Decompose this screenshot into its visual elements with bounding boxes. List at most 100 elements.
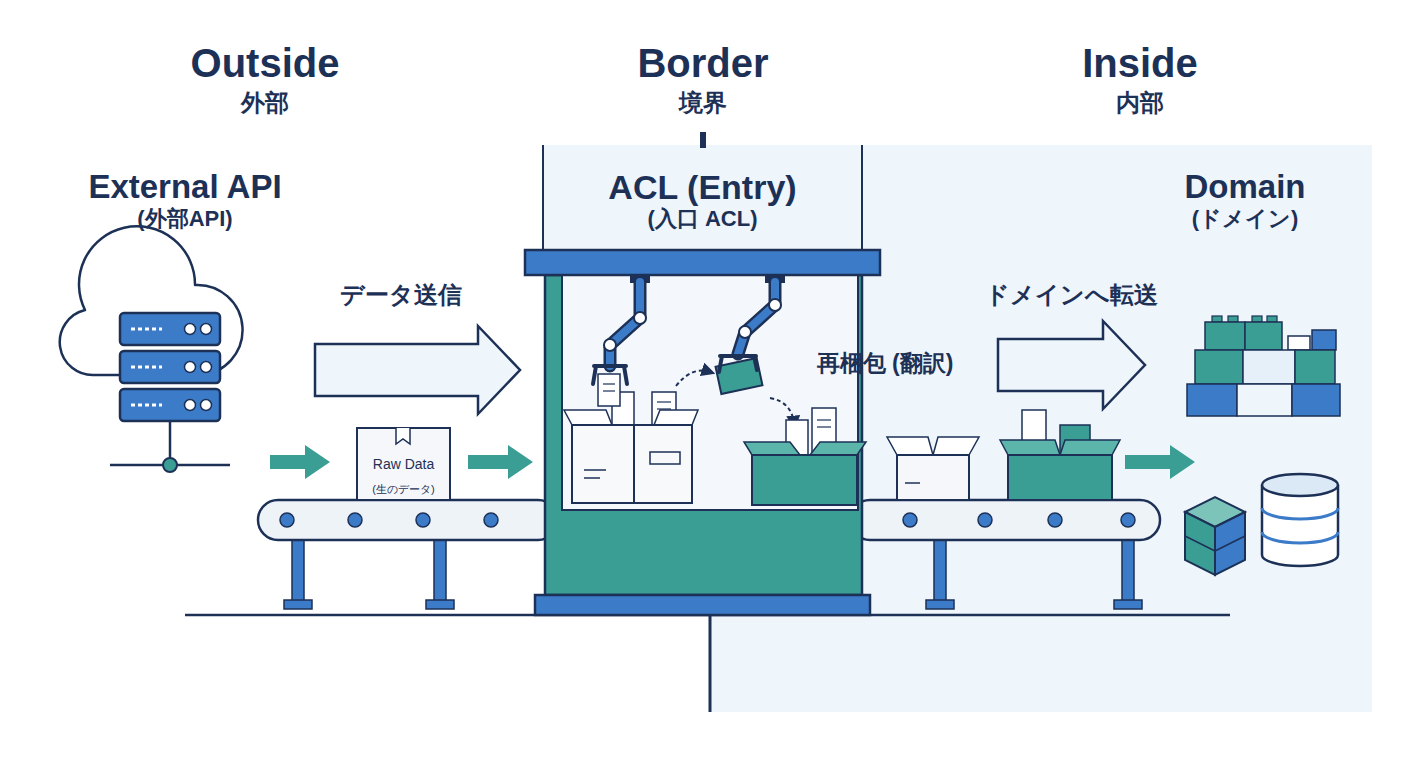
open-box: [897, 455, 969, 500]
cylinder-top: [1262, 474, 1338, 496]
box-flap: [810, 442, 866, 455]
block-stud: [1267, 316, 1277, 322]
conveyor-foot: [284, 600, 312, 609]
machine-body: [545, 275, 862, 595]
conveyor-leg: [434, 540, 446, 602]
node-subheading: (外部API): [55, 206, 315, 231]
zone-heading: Border: [453, 40, 953, 86]
cylinder-band: [1262, 532, 1338, 543]
external-api-node: External API(外部API): [55, 160, 315, 475]
raw-data-box: [357, 428, 450, 500]
held-document: [598, 374, 620, 406]
cube-right: [1215, 512, 1245, 575]
zone-subheading: 内部: [890, 89, 1390, 117]
open-box: [572, 425, 634, 503]
raw-data-node: Raw Data(生のデータ): [357, 428, 450, 500]
node-subheading: (入口 ACL): [525, 206, 880, 231]
server-light: [185, 362, 196, 373]
arm-joint: [604, 339, 616, 351]
conveyor-roller: [903, 513, 917, 527]
conveyor-foot: [926, 600, 954, 609]
node-heading: Domain: [1160, 168, 1330, 206]
acl-entry-node: ACL (Entry)(入口 ACL): [525, 160, 880, 615]
domain-block: [1237, 384, 1292, 416]
domain-block: [1292, 384, 1340, 416]
block-stud: [1212, 316, 1222, 322]
conveyor-leg: [292, 540, 304, 602]
robot-arm: [610, 282, 640, 366]
border-divider: [709, 615, 712, 712]
document-line: [657, 401, 671, 402]
box-flap: [1000, 440, 1060, 455]
acl-machine: [525, 250, 880, 615]
zone-heading: Outside: [15, 40, 515, 86]
edge-label: データ送信: [201, 281, 601, 309]
box-flap: [744, 442, 800, 455]
conveyor-belt: [850, 500, 1160, 540]
network-node: [163, 458, 177, 472]
server-unit: [120, 351, 220, 383]
border-tick: [700, 132, 706, 148]
conveyor-roller: [280, 513, 294, 527]
conveyor-foot: [1114, 600, 1142, 609]
cube-left: [1185, 512, 1215, 575]
server-light: [201, 324, 212, 335]
outgoing-boxes: [887, 410, 1195, 500]
flow-arrow: [270, 445, 330, 479]
node-subheading: (生のデータ): [357, 483, 450, 496]
server-vent: [131, 328, 162, 331]
arm-joint: [739, 326, 751, 338]
box-flap: [887, 437, 933, 455]
server-vent: [131, 366, 162, 369]
machine-base: [535, 595, 870, 615]
zone-heading: Inside: [890, 40, 1390, 86]
domain-blocks: [1187, 316, 1340, 416]
domain-block: [1243, 350, 1295, 384]
box-tag: [396, 428, 410, 444]
cardboard-box: [357, 428, 450, 500]
server-unit: [120, 313, 220, 345]
box-flap: [564, 410, 612, 425]
box-mark: [905, 482, 920, 484]
open-box: [634, 425, 692, 503]
flow-arrow: [468, 445, 533, 479]
right-conveyor: [850, 500, 1160, 609]
server-light: [185, 324, 196, 335]
conveyor-roller: [1048, 513, 1062, 527]
arm-claw: [719, 356, 757, 372]
block-stud: [1228, 316, 1238, 322]
document-line: [817, 419, 831, 420]
box-flap: [654, 410, 698, 425]
flow-arrow: [1125, 445, 1195, 479]
conveyor-belt: [258, 500, 558, 540]
node-heading: ACL (Entry): [525, 168, 880, 207]
machine-top-bar: [525, 250, 880, 275]
domain-block: [1312, 330, 1336, 350]
node-subheading: (ドメイン): [1160, 206, 1330, 231]
border-frame-line: [861, 145, 863, 250]
server-light: [201, 362, 212, 373]
cube-line: [1185, 536, 1215, 551]
box-flap: [1060, 440, 1120, 455]
conveyor-leg: [1122, 540, 1134, 602]
robot-arm: [738, 282, 775, 354]
left-conveyor: [258, 500, 558, 609]
process-note: 再梱包 (翻訳): [635, 350, 1135, 376]
box-flap: [933, 437, 979, 455]
domain-block: [1245, 322, 1282, 350]
conveyor-foot: [426, 600, 454, 609]
domain-node: Domain(ドメイン): [1160, 160, 1330, 580]
domain-block: [1205, 322, 1245, 350]
zone-subheading: 外部: [15, 89, 515, 117]
conveyor-roller: [978, 513, 992, 527]
robot-arm-outline: [610, 282, 640, 366]
packed-box: [752, 455, 857, 505]
database-cylinder: [1262, 474, 1338, 566]
arm-joint: [769, 299, 781, 311]
conveyor-roller: [348, 513, 362, 527]
domain-block: [1295, 350, 1335, 384]
conveyor-leg: [934, 540, 946, 602]
machine-window: [562, 275, 858, 510]
